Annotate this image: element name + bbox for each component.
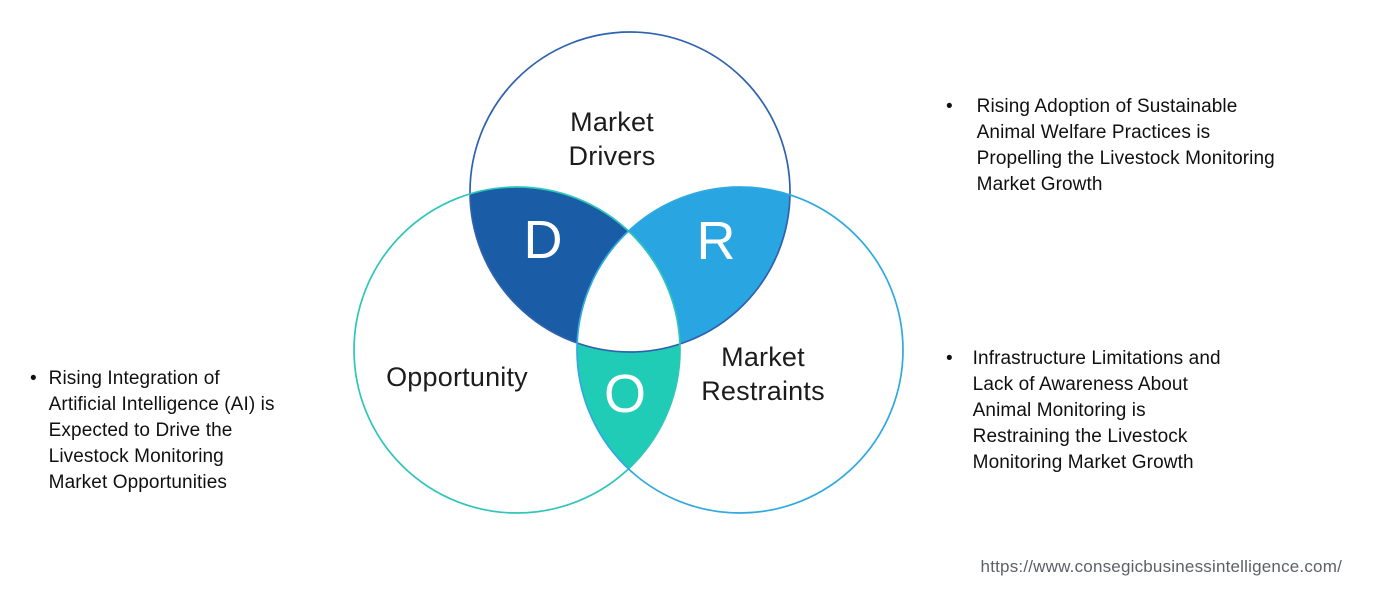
letter-o: O xyxy=(603,364,647,424)
bullet-icon: • xyxy=(946,348,953,369)
letter-r: R xyxy=(696,211,736,271)
source-url: https://www.consegicbusinessintelligence… xyxy=(980,557,1342,576)
restraints-circle-outline xyxy=(576,186,904,514)
note-driver-text: Rising Adoption of Sustainable Animal We… xyxy=(976,96,1275,195)
note-driver: • Rising Adoption of Sustainable Animal … xyxy=(946,94,1366,198)
note-restraint: • Infrastructure Limitations and Lack of… xyxy=(946,346,1366,476)
opportunity-circle-outline xyxy=(353,186,681,514)
opportunity-label: Opportunity xyxy=(386,362,528,392)
note-opportunity-text: Rising Integration of Artificial Intelli… xyxy=(48,368,275,493)
note-opportunity: • Rising Integration of Artificial Intel… xyxy=(30,366,360,496)
note-restraint-text: Infrastructure Limitations and Lack of A… xyxy=(972,348,1221,473)
letter-d: D xyxy=(523,210,563,270)
drivers-circle-outline xyxy=(469,31,791,353)
drivers-label: Market Drivers xyxy=(568,107,656,171)
venn-diagram xyxy=(353,31,904,514)
bullet-icon: • xyxy=(30,368,37,389)
bullet-icon: • xyxy=(946,96,953,117)
restraints-label: Market Restraints xyxy=(701,342,825,406)
